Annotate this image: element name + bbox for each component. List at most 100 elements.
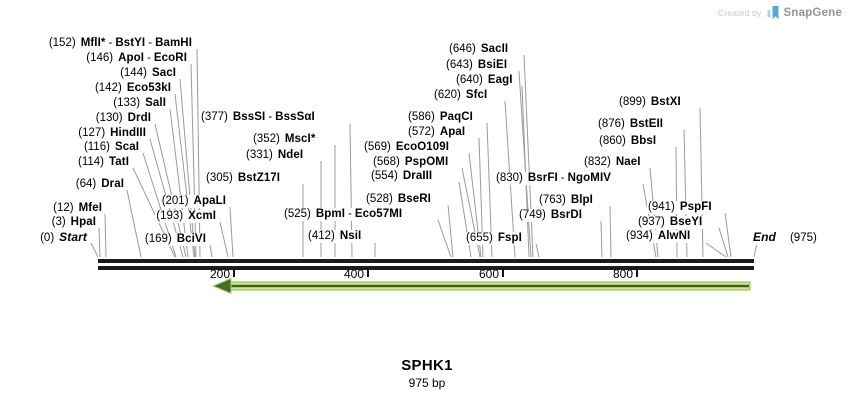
enzyme-site-label-412[interactable]: (412)NsiI bbox=[307, 230, 363, 243]
enzyme-name[interactable]: DraI bbox=[101, 178, 124, 190]
enzyme-name[interactable]: BssSI bbox=[232, 111, 266, 123]
enzyme-name[interactable]: MflI* bbox=[80, 37, 106, 49]
enzyme-name[interactable]: EcoRI bbox=[153, 52, 187, 64]
enzyme-site-label-130[interactable]: (130)DrdI bbox=[94, 112, 152, 125]
enzyme-name[interactable]: HindIII bbox=[110, 127, 146, 139]
enzyme-name[interactable]: NgoMIV bbox=[567, 172, 612, 184]
enzyme-name[interactable]: SacI bbox=[151, 67, 176, 79]
enzyme-site-label-144[interactable]: (144) SacI bbox=[119, 67, 177, 80]
enzyme-name[interactable]: NaeI bbox=[615, 156, 641, 168]
enzyme-name[interactable]: BsiEI bbox=[477, 59, 508, 71]
enzyme-site-label-114[interactable]: (114)TatI bbox=[77, 156, 130, 169]
enzyme-name[interactable]: BseYI bbox=[669, 216, 703, 228]
enzyme-name[interactable]: BpmI bbox=[315, 208, 346, 220]
enzyme-name[interactable]: EagI bbox=[487, 74, 513, 86]
enzyme-name[interactable]: MfeI bbox=[78, 202, 102, 214]
enzyme-name[interactable]: ApoI bbox=[118, 52, 145, 64]
orf-feature-arrow[interactable] bbox=[211, 277, 751, 295]
enzyme-name[interactable]: DrdI bbox=[127, 112, 151, 124]
enzyme-name[interactable]: SacII bbox=[480, 43, 509, 55]
enzyme-site-label-142[interactable]: (142)Eco53kI bbox=[93, 82, 172, 95]
enzyme-site-label-572[interactable]: (572) ApaI bbox=[407, 126, 467, 139]
enzyme-site-label-569[interactable]: (569)EcoO109I bbox=[363, 141, 451, 154]
enzyme-site-label-146[interactable]: (146)ApoI-EcoRI bbox=[85, 52, 188, 65]
enzyme-name[interactable]: BsrFI bbox=[527, 172, 558, 184]
enzyme-site-label-586[interactable]: (586)PaqCI bbox=[407, 111, 474, 124]
enzyme-site-label-655[interactable]: (655)FspI bbox=[465, 232, 523, 245]
enzyme-name[interactable]: BamHI bbox=[155, 37, 192, 49]
enzyme-name[interactable]: BciVI bbox=[176, 233, 206, 245]
site-position: (572) bbox=[408, 126, 435, 138]
enzyme-site-label-193[interactable]: (193)XcmI bbox=[155, 210, 217, 223]
site-position: (144) bbox=[120, 67, 147, 79]
enzyme-name[interactable]: BstXI bbox=[650, 96, 681, 108]
enzyme-name[interactable]: BbsI bbox=[630, 135, 657, 147]
enzyme-site-label-749[interactable]: (749) BsrDI bbox=[518, 209, 584, 222]
enzyme-site-label-377[interactable]: (377)BssSI-BssSαI bbox=[200, 111, 316, 124]
enzyme-site-label-832[interactable]: (832)NaeI bbox=[583, 156, 642, 169]
enzyme-site-label-3[interactable]: (3)HpaI bbox=[50, 216, 97, 229]
enzyme-site-label-860[interactable]: (860)BbsI bbox=[598, 135, 658, 148]
callout-line-525 bbox=[437, 219, 452, 258]
enzyme-site-label-352[interactable]: (352)MscI* bbox=[252, 133, 317, 146]
enzyme-name[interactable]: XcmI bbox=[188, 210, 216, 222]
enzyme-site-label-528[interactable]: (528) BseRI bbox=[365, 193, 432, 206]
enzyme-name[interactable]: NsiI bbox=[339, 230, 362, 242]
enzyme-name[interactable]: BseRI bbox=[397, 193, 431, 205]
enzyme-site-label-620[interactable]: (620)SfcI bbox=[433, 89, 489, 102]
enzyme-site-label-525[interactable]: (525)BpmI-Eco57MI bbox=[283, 208, 404, 221]
enzyme-site-label-127[interactable]: (127)HindIII bbox=[77, 127, 147, 140]
enzyme-name[interactable]: FspI bbox=[497, 232, 522, 244]
enzyme-site-label-568[interactable]: (568)PspOMI bbox=[372, 156, 450, 169]
enzyme-name[interactable]: SfcI bbox=[465, 89, 488, 101]
enzyme-site-label-937[interactable]: (937)BseYI bbox=[637, 216, 704, 229]
enzyme-site-label-830[interactable]: (830)BsrFI-NgoMIV bbox=[495, 172, 613, 185]
enzyme-site-label-876[interactable]: (876) BstEII bbox=[597, 118, 665, 131]
site-position: (528) bbox=[366, 193, 393, 205]
enzyme-site-label-201[interactable]: (201)ApaLI bbox=[160, 195, 227, 208]
enzyme-name[interactable]: BssSαI bbox=[275, 111, 315, 123]
enzyme-name[interactable]: NdeI bbox=[277, 149, 304, 161]
enzyme-name[interactable]: BstEII bbox=[629, 118, 664, 130]
enzyme-site-label-305[interactable]: (305)BstZ17I bbox=[205, 172, 282, 185]
enzyme-name[interactable]: ScaI bbox=[114, 141, 139, 153]
enzyme-name[interactable]: ApaI bbox=[439, 126, 466, 138]
enzyme-name[interactable]: BstZ17I bbox=[237, 172, 281, 184]
enzyme-site-label-169[interactable]: (169)BciVI bbox=[143, 233, 207, 246]
enzyme-site-label-640[interactable]: (640)EagI bbox=[455, 74, 514, 87]
enzyme-name[interactable]: HpaI bbox=[70, 216, 96, 228]
enzyme-name[interactable]: PspOMI bbox=[404, 156, 449, 168]
enzyme-name[interactable]: AlwNI bbox=[657, 230, 691, 242]
enzyme-site-label-331[interactable]: (331)NdeI bbox=[245, 149, 305, 162]
enzyme-name[interactable]: PaqCI bbox=[439, 111, 473, 123]
enzyme-name[interactable]: MscI* bbox=[284, 133, 316, 145]
enzyme-site-label-934[interactable]: (934)AlwNI bbox=[625, 230, 692, 243]
enzyme-site-label-12[interactable]: (12)MfeI bbox=[52, 202, 103, 215]
enzyme-name[interactable]: DraIII bbox=[402, 170, 433, 182]
enzyme-name[interactable]: Eco53kI bbox=[126, 82, 171, 94]
enzyme-name[interactable]: TatI bbox=[109, 156, 129, 168]
axis-tick-mark-200 bbox=[233, 268, 235, 277]
enzyme-site-label-646[interactable]: (646)SacII bbox=[448, 43, 510, 56]
enzyme-name[interactable]: EcoO109I bbox=[395, 141, 450, 153]
enzyme-name[interactable]: BsrDI bbox=[550, 209, 583, 221]
enzyme-site-label-64[interactable]: (64)DraI bbox=[74, 178, 125, 191]
site-position: (749) bbox=[519, 209, 546, 221]
callout-line-941 bbox=[724, 212, 732, 258]
enzyme-name[interactable]: ApaLI bbox=[193, 195, 226, 207]
enzyme-name[interactable]: Eco57MI bbox=[354, 208, 403, 220]
enzyme-name[interactable]: PspFI bbox=[679, 201, 712, 213]
enzyme-name[interactable]: BlpI bbox=[570, 194, 593, 206]
enzyme-site-label-554[interactable]: (554)DraIII bbox=[370, 170, 434, 183]
site-position: (899) bbox=[619, 96, 646, 108]
enzyme-site-label-763[interactable]: (763)BlpI bbox=[538, 194, 594, 207]
enzyme-site-label-116[interactable]: (116)ScaI bbox=[82, 141, 140, 154]
enzyme-site-label-941[interactable]: (941)PspFI bbox=[647, 201, 713, 214]
enzyme-name[interactable]: SalI bbox=[145, 97, 166, 109]
enzyme-site-label-133[interactable]: (133)SalI bbox=[112, 97, 167, 110]
enzyme-site-label-643[interactable]: (643)BsiEI bbox=[445, 59, 509, 72]
site-position: (876) bbox=[598, 118, 625, 130]
enzyme-site-label-899[interactable]: (899) BstXI bbox=[618, 96, 682, 109]
enzyme-site-label-152[interactable]: (152)MflI*-BstYI-BamHI bbox=[47, 37, 193, 50]
enzyme-name[interactable]: BstYI bbox=[115, 37, 146, 49]
